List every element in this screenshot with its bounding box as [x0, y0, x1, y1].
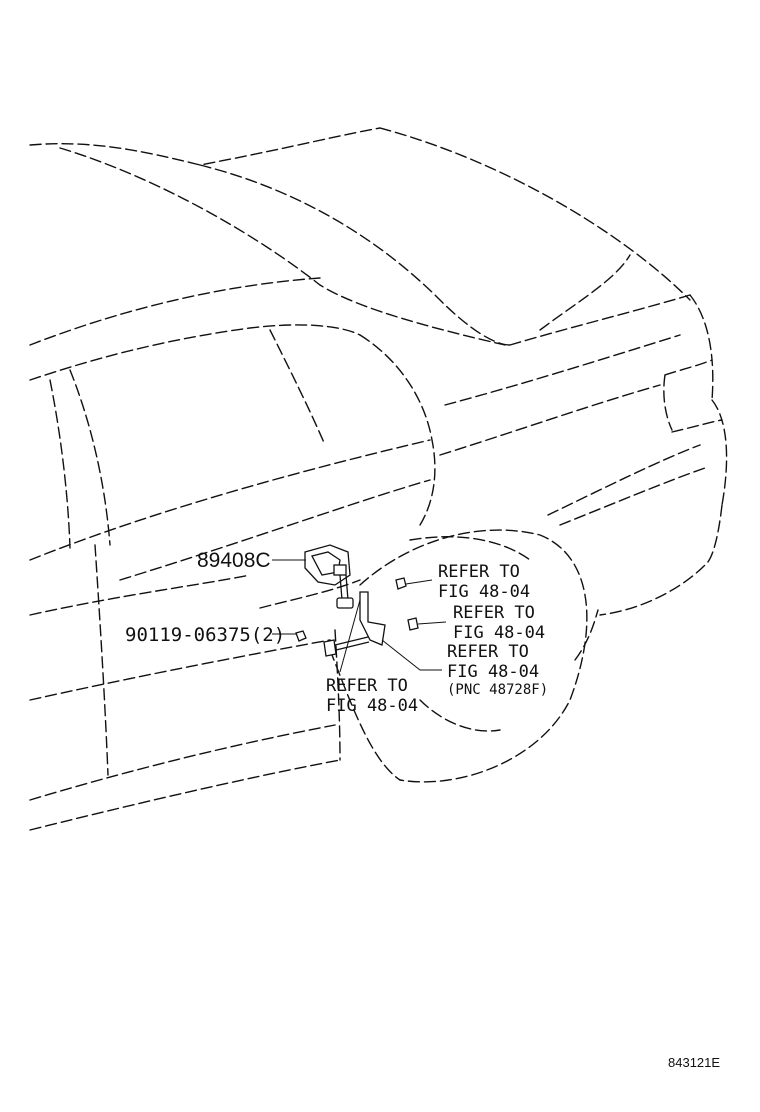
refer-label-4[interactable]: REFER TO FIG 48-04: [326, 676, 418, 716]
car-body-outline: [29, 127, 728, 831]
refer-label-1-line2: FIG 48-04: [438, 582, 531, 602]
refer-label-3[interactable]: REFER TO FIG 48-04: [447, 642, 539, 682]
refer-label-3-line2: FIG 48-04: [447, 662, 540, 682]
refer-label-1[interactable]: REFER TO FIG 48-04: [438, 562, 530, 602]
pnc-note: (PNC 48728F): [447, 682, 549, 698]
leader-lines: [272, 559, 447, 673]
figure-id: 843121E: [668, 1055, 721, 1070]
part-number-90119-06375[interactable]: 90119-06375(2): [125, 624, 286, 646]
refer-label-2[interactable]: REFER TO FIG 48-04: [453, 603, 545, 643]
refer-label-1-line1: REFER TO: [438, 562, 520, 582]
refer-label-2-line2: FIG 48-04: [453, 623, 546, 643]
refer-label-3-line1: REFER TO: [447, 642, 529, 662]
part-number-89408c[interactable]: 89408C: [197, 549, 271, 572]
refer-label-4-line2: FIG 48-04: [326, 696, 419, 716]
refer-label-2-line1: REFER TO: [453, 603, 535, 623]
refer-label-4-line1: REFER TO: [326, 676, 408, 696]
height-sensor-assembly: [295, 544, 419, 657]
